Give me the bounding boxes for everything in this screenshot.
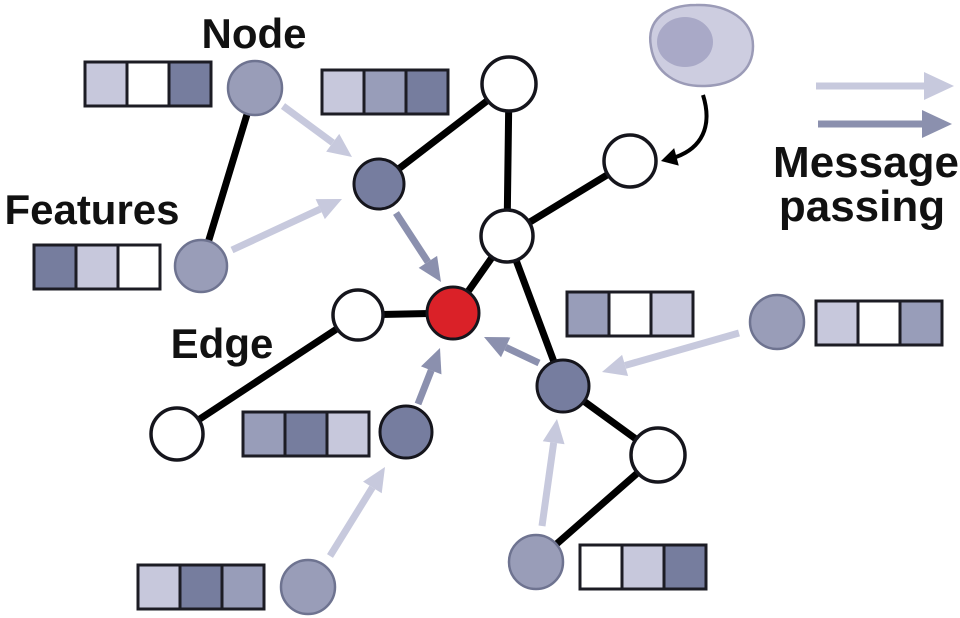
message-arrows <box>230 103 740 558</box>
graph-node-dark <box>352 157 406 211</box>
cell-pointer-head <box>661 148 679 166</box>
feature-cell-dark <box>283 410 329 458</box>
message-passing-label-line1: Message <box>773 138 959 187</box>
graph-node-white <box>602 133 658 189</box>
message-arrow-shaft-light <box>230 205 322 254</box>
message-arrow-head-dark <box>922 110 952 138</box>
message-arrow-head-light <box>363 467 385 494</box>
feature-vector <box>578 543 708 591</box>
message-arrow-head-light <box>602 354 629 377</box>
feature-cell-light <box>320 68 366 116</box>
graph-node-gray <box>173 238 229 294</box>
graph-node-gray <box>748 293 806 351</box>
feature-cell-light <box>136 563 182 611</box>
message-arrow-head-dark <box>484 337 511 358</box>
graph-node-red <box>425 285 481 341</box>
message-arrow-head-dark <box>418 255 441 282</box>
feature-vector <box>136 563 266 611</box>
message-arrow-head-light <box>315 199 342 220</box>
graph-node-gray <box>226 59 284 117</box>
graph-node-white <box>149 406 205 462</box>
edge-label: Edge <box>171 320 274 367</box>
feature-cell-light <box>620 543 666 591</box>
graph-node-gray <box>279 558 337 616</box>
legend-arrows <box>816 72 954 138</box>
feature-cell-white <box>116 243 162 291</box>
feature-cell-white <box>856 299 902 347</box>
feature-cell-dark <box>662 543 708 591</box>
graph-node-white <box>479 208 535 264</box>
graph-node-white <box>480 55 538 113</box>
feature-cell-light <box>325 410 371 458</box>
feature-cell-white <box>578 543 624 591</box>
message-arrow-shaft-light <box>280 103 335 146</box>
feature-cell-dark <box>32 243 78 291</box>
graph-edge <box>173 311 362 438</box>
message-arrow-head-light <box>542 419 565 445</box>
message-arrow-shaft-dark <box>414 369 435 406</box>
feature-cell-light <box>814 299 860 347</box>
message-arrow-shaft-light <box>624 329 740 369</box>
message-arrow-head-light <box>326 133 352 157</box>
graph-node-gray <box>507 533 565 591</box>
graph-node-dark <box>378 404 434 460</box>
cell-illustration <box>648 3 755 88</box>
message-arrow-shaft-light <box>538 442 558 527</box>
feature-cell-dark <box>178 563 224 611</box>
graph-edge <box>197 84 259 270</box>
message-arrow-head-dark <box>420 348 442 375</box>
feature-vector <box>32 243 162 291</box>
feature-cell-light <box>649 290 695 338</box>
message-passing-label-line2: passing <box>779 182 945 231</box>
feature-vector <box>814 299 944 347</box>
feature-vector <box>83 60 213 108</box>
feature-cell-light <box>74 243 120 291</box>
feature-cell-medium <box>362 68 408 116</box>
graph-node-dark <box>535 358 591 414</box>
message-arrow-shaft-dark <box>393 211 431 264</box>
cell-pointer-curve <box>675 94 709 159</box>
feature-cell-medium <box>898 299 944 347</box>
features-label: Features <box>4 186 179 233</box>
node-label: Node <box>202 10 307 57</box>
feature-vector <box>565 290 695 338</box>
cell-pointer-arrow <box>661 94 709 166</box>
feature-cell-white <box>125 60 171 108</box>
feature-cell-medium <box>241 410 287 458</box>
feature-cell-white <box>607 290 653 338</box>
cell-nucleus-icon <box>657 17 713 67</box>
feature-cell-light <box>83 60 129 108</box>
message-arrow-shaft-light <box>327 485 376 558</box>
feature-vectors <box>32 60 944 611</box>
message-arrow-head-light <box>924 72 954 100</box>
graph-nodes <box>149 55 806 616</box>
feature-cell-dark <box>167 60 213 108</box>
feature-vector <box>320 68 450 116</box>
feature-cell-medium <box>220 563 266 611</box>
graph-node-white <box>331 288 385 342</box>
feature-cell-medium <box>565 290 611 338</box>
message-arrow-shaft-dark <box>504 344 541 367</box>
feature-cell-dark <box>404 68 450 116</box>
feature-vector <box>241 410 371 458</box>
graph-node-white <box>629 426 687 484</box>
